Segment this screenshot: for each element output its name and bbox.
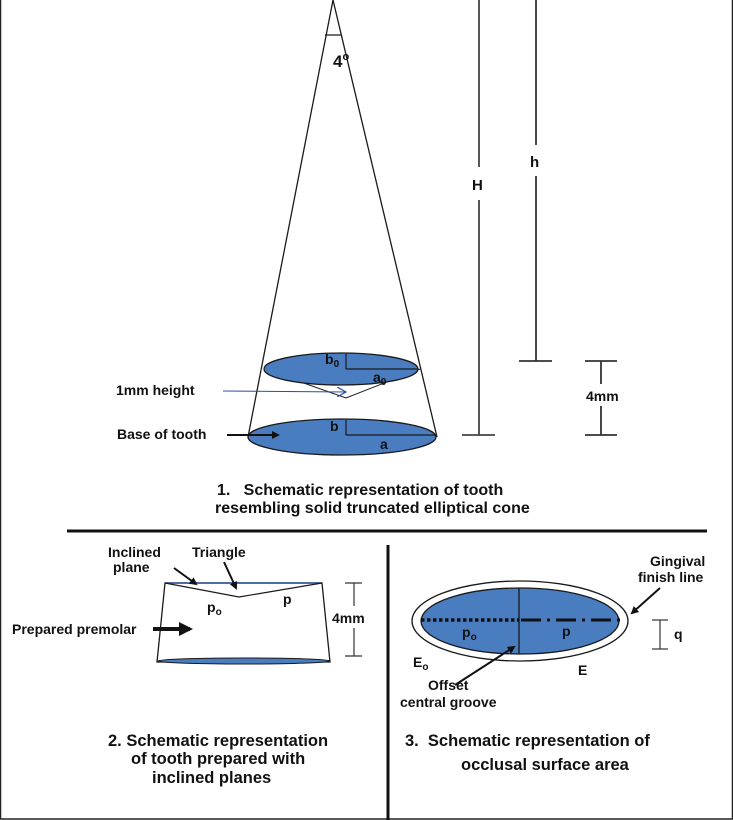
gingival-label-1: Gingival xyxy=(650,553,705,569)
gingival-label-2: finish line xyxy=(638,569,704,585)
occlusal-surface-ellipse xyxy=(420,587,620,655)
panel-3-caption-line-1: 3. Schematic representation of xyxy=(405,732,650,750)
panel-2-prepared-tooth: Inclined plane Triangle po p Prepared pr… xyxy=(12,544,365,787)
H-label: H xyxy=(472,177,483,194)
po-label: po xyxy=(207,599,222,618)
gingival-arrow xyxy=(630,587,661,615)
groove-label-1: Offset xyxy=(428,677,469,693)
panel-2-caption-line-1: 2. Schematic representation xyxy=(108,732,328,750)
a-label: a xyxy=(380,436,388,452)
inclined-plane-label-2: plane xyxy=(113,559,150,575)
E-label: E xyxy=(578,662,587,678)
a0-label: a0 xyxy=(373,369,387,388)
inclined-plane-arrow xyxy=(173,567,198,586)
groove-label-2: central groove xyxy=(400,694,497,710)
h-dimension: h xyxy=(519,0,552,362)
p-label: p xyxy=(283,591,292,607)
four-mm-dimension: 4mm xyxy=(585,360,619,436)
Eo-label: Eo xyxy=(413,654,428,673)
panel-1-caption-line-2: resembling solid truncated elliptical co… xyxy=(215,500,530,517)
triangle-arrow xyxy=(223,561,238,590)
groove-arrow xyxy=(454,645,516,686)
four-mm-label: 4mm xyxy=(586,388,619,404)
panel-2-four-mm-label: 4mm xyxy=(332,610,365,626)
cone-left-edge xyxy=(247,0,334,438)
b-label: b xyxy=(330,418,339,434)
panel-1-geometry: 4o b0 a0 1mm height b a Base of tooth H xyxy=(116,0,619,517)
panel-2-four-mm-dimension: 4mm xyxy=(332,582,365,657)
apex-angle-text: 4o xyxy=(333,51,349,71)
q-dimension: q xyxy=(652,619,683,650)
prepared-premolar-label: Prepared premolar xyxy=(12,621,137,637)
panel-3-p-label: p xyxy=(562,623,571,639)
q-label: q xyxy=(674,626,683,642)
one-mm-height-label: 1mm height xyxy=(116,382,195,398)
panel-2-caption-line-3: inclined planes xyxy=(152,769,271,787)
h-label: h xyxy=(530,154,539,171)
base-of-tooth-label: Base of tooth xyxy=(117,426,206,442)
triangle-label: Triangle xyxy=(192,544,246,560)
panel-1-caption-line-1: 1. Schematic representation of tooth xyxy=(217,482,503,499)
panel-3-po-label: po xyxy=(462,624,477,643)
cone-right-edge xyxy=(332,0,438,438)
prepared-premolar-body xyxy=(156,582,331,663)
inclined-planes xyxy=(164,582,323,598)
prepared-base-ellipse xyxy=(157,657,331,665)
panel-2-caption-line-2: of tooth prepared with xyxy=(131,750,305,768)
one-mm-arrow xyxy=(222,391,346,392)
H-dimension: H xyxy=(462,0,495,436)
panel-3-caption-line-2: occlusal surface area xyxy=(461,756,630,774)
inclined-plane-label-1: Inclined xyxy=(108,544,161,560)
b0-label: b0 xyxy=(325,351,340,370)
base-ellipse xyxy=(247,418,437,456)
panel-3-occlusal-surface: Gingival finish line po p q Eo E Offset … xyxy=(400,553,705,774)
